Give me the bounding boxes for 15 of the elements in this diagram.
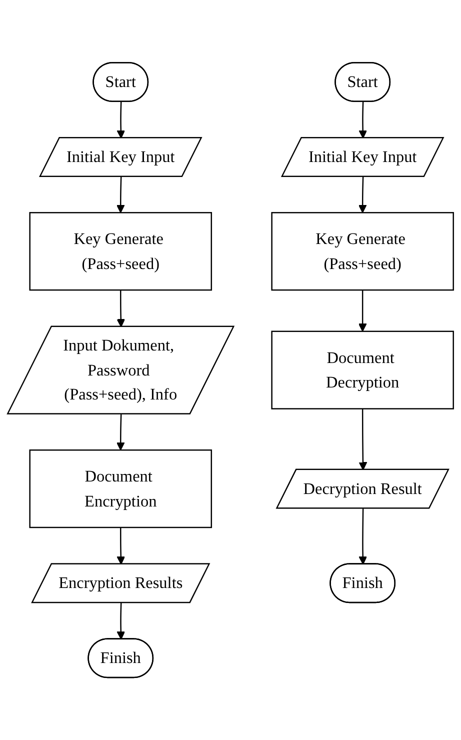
node-box: Document Decryption [271,330,454,410]
node-box: Key Generate (Pass+seed) [29,212,212,291]
arrow [358,102,368,138]
arrow [116,414,125,450]
arrow [116,602,126,640]
arrow [358,290,367,332]
node-box: Document Encryption [29,449,212,528]
arrow [358,176,367,213]
arrow [116,527,126,565]
arrow [358,408,368,470]
arrow [358,508,368,565]
arrow [116,176,125,213]
node-box: Key Generate (Pass+seed) [271,212,454,291]
arrow [116,102,126,138]
arrow [116,290,126,328]
